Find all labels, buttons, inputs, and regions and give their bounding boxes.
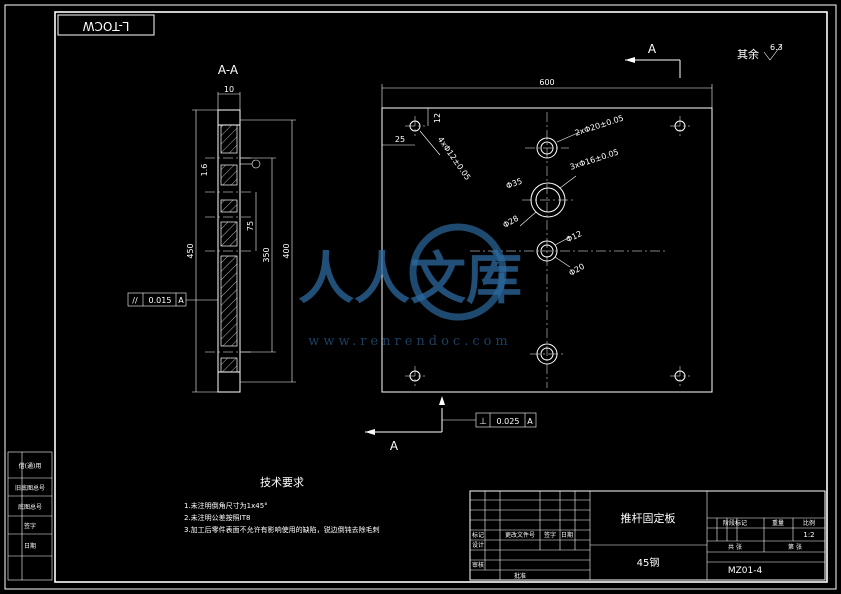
plate-outline: [381, 107, 713, 393]
drawing-number: MZ01-4: [728, 566, 763, 576]
section-view: 10 450 1.6 400 350 75: [186, 85, 296, 393]
material: 45钢: [637, 556, 660, 569]
hatch-zone: [220, 221, 238, 247]
section-arrow-bottom: A: [365, 396, 445, 453]
svg-text:共 张: 共 张: [728, 543, 742, 551]
section-arrow-top: A: [625, 42, 681, 78]
code-box: [57, 14, 155, 36]
dim-side-75: 75: [246, 221, 255, 231]
tech-requirements: 技术要求 1.未注明倒角尺寸为1x45° 2.未注明公差按照IT8 3.加工后零…: [184, 476, 380, 534]
dim-width-600: 600: [539, 78, 554, 87]
dim-hole-3xM16: 3xΦ16±0.05: [569, 147, 620, 171]
hatch-zone: [220, 199, 238, 213]
dim-side-350: 350: [262, 247, 271, 262]
section-label: A-A: [218, 63, 239, 77]
svg-text:0.025: 0.025: [497, 417, 520, 426]
hatch-zone: [220, 255, 238, 347]
dim-side-450: 450: [186, 243, 195, 258]
svg-text:更改文件号: 更改文件号: [505, 531, 535, 539]
watermark: 人人文库 www.renrendoc.com: [298, 223, 522, 349]
inner-border: [54, 11, 828, 583]
perp-tolerance: ⊥ 0.025 A: [442, 412, 537, 428]
code-box-text: L-TOCW: [83, 19, 130, 33]
dim-plate-25: 25: [395, 135, 405, 144]
svg-text:签字: 签字: [24, 522, 36, 530]
part-name: 推杆固定板: [621, 511, 676, 525]
roughness-note: 其余 6.3: [737, 43, 783, 61]
dim-hole-d12: Φ12: [565, 229, 584, 244]
dim-hole-2xM20: 2xΦ20±0.05: [574, 113, 625, 137]
tech-req-item: 2.未注明公差按照IT8: [184, 513, 250, 522]
svg-text:⊥: ⊥: [479, 417, 487, 427]
svg-text:批准: 批准: [514, 572, 526, 580]
svg-text:0.015: 0.015: [149, 296, 172, 305]
dim-hole-4xM12: 4xΦ12±0.05: [436, 135, 473, 182]
dim-hole-d20: Φ20: [567, 262, 586, 278]
parallel-tolerance: // 0.015 A: [127, 292, 218, 307]
svg-text:6.3: 6.3: [770, 43, 783, 52]
svg-text:阶段标记: 阶段标记: [723, 519, 747, 527]
svg-text:借(通)用: 借(通)用: [19, 462, 42, 470]
svg-text:第 张: 第 张: [788, 543, 802, 551]
svg-text:日期: 日期: [24, 542, 36, 550]
svg-text:底图总号: 底图总号: [18, 503, 42, 511]
svg-text:设计: 设计: [472, 541, 484, 549]
tech-req-item: 1.未注明倒角尺寸为1x45°: [184, 501, 268, 510]
tech-req-title: 技术要求: [260, 476, 304, 489]
title-block: 标记 设计 审核 更改文件号 签字 日期 批准 推杆固定板 45钢 阶段标记 重…: [469, 490, 826, 581]
hatch-zone: [220, 357, 238, 373]
svg-text://: //: [132, 296, 138, 305]
svg-text:A: A: [648, 42, 657, 56]
watermark-main: 人人文库: [298, 246, 522, 312]
outer-border: [4, 4, 837, 590]
svg-text:审核: 审核: [472, 561, 484, 569]
svg-text:A: A: [178, 296, 184, 305]
left-strip: 借(通)用 旧底图总号 底图总号 签字 日期: [7, 451, 53, 581]
tech-req-item: 3.加工后零件表面不允许有影响使用的缺陷，锐边倒钝去除毛刺: [184, 525, 380, 534]
svg-text:重量: 重量: [772, 519, 784, 527]
scale-value: 1:2: [803, 531, 814, 539]
hatch-zone: [220, 124, 238, 154]
svg-text:日期: 日期: [561, 531, 573, 539]
dim-hole-d35: Φ35: [505, 177, 524, 191]
svg-text:签字: 签字: [544, 531, 556, 539]
svg-text:A: A: [390, 439, 399, 453]
dim-plate-12: 12: [433, 113, 442, 123]
svg-text:其余: 其余: [737, 47, 759, 61]
watermark-sub: www.renrendoc.com: [308, 334, 512, 349]
dim-side-10: 10: [224, 85, 234, 94]
dim-side-400: 400: [282, 243, 291, 258]
svg-text:比例: 比例: [803, 519, 815, 527]
svg-text:标记: 标记: [472, 531, 484, 539]
dim-side-1-6: 1.6: [200, 164, 209, 177]
dim-hole-d28: Φ28: [501, 214, 520, 230]
svg-text:旧底图总号: 旧底图总号: [15, 484, 45, 492]
svg-text:A: A: [527, 417, 533, 426]
hatch-zone: [220, 164, 238, 186]
